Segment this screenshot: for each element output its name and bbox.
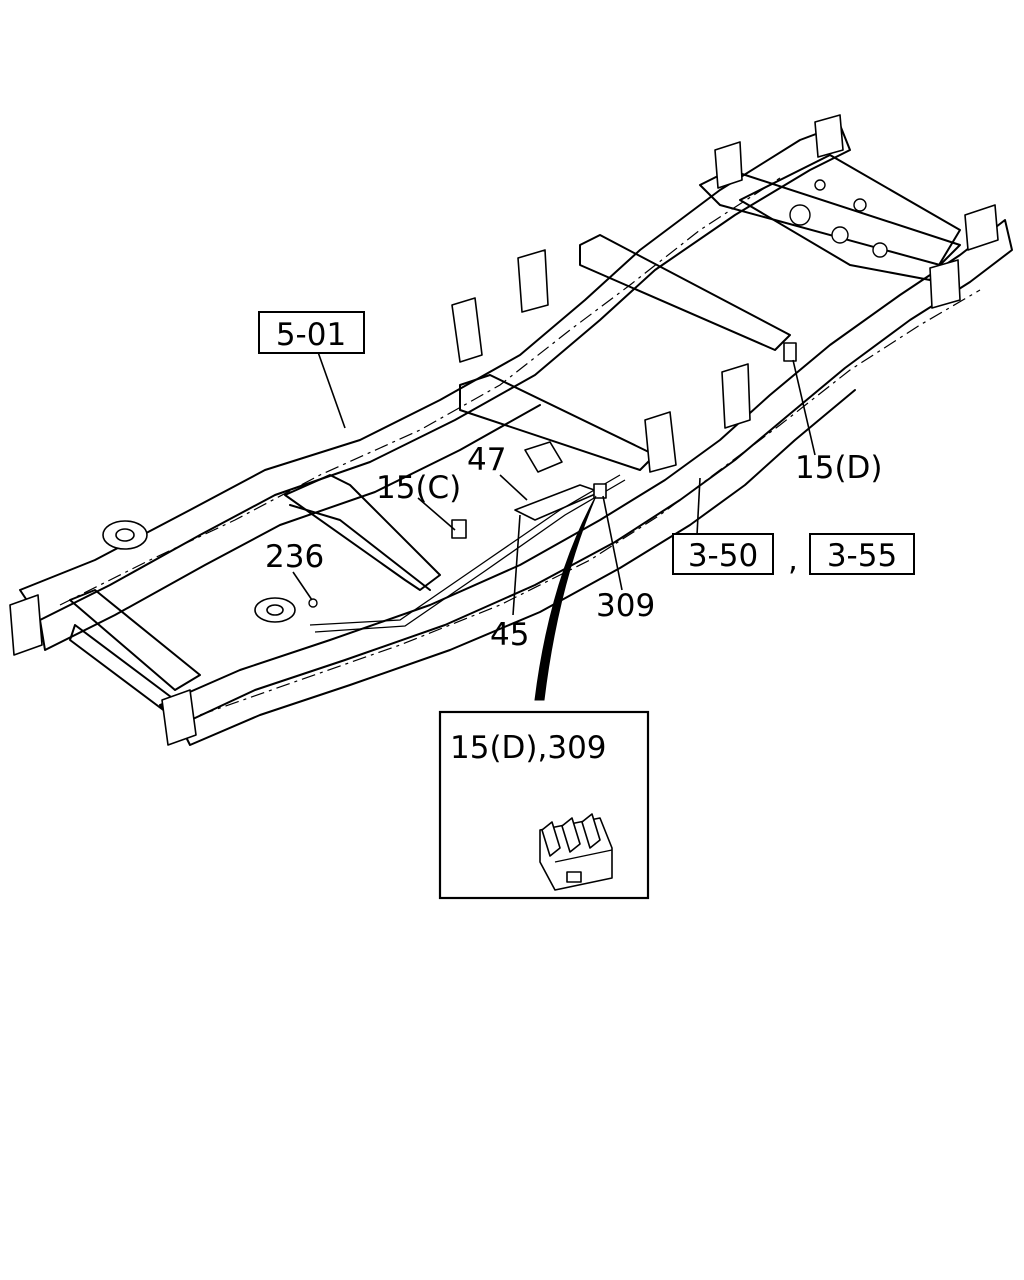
- leader-3-50: [696, 477, 701, 536]
- leader-15c: [417, 497, 456, 531]
- tower-hole: [115, 528, 135, 542]
- part-label-15c: 15(C): [376, 470, 461, 506]
- mid-cross-member: [459, 374, 656, 471]
- leader-47: [499, 474, 528, 501]
- clip-slot: [581, 813, 601, 849]
- clip-slot: [561, 817, 581, 853]
- bracket-47-plate: [524, 441, 563, 473]
- bolt-236: [308, 598, 318, 608]
- left-side-rail: [19, 124, 851, 621]
- ref-box-3-55: [809, 533, 915, 575]
- rear-plate-hole: [789, 204, 811, 226]
- centre-cross-member-top: [289, 504, 431, 591]
- body-mount-bracket: [644, 411, 677, 473]
- detail-inset-label: 15(D),309: [450, 730, 607, 766]
- part-label-236: 236: [265, 539, 324, 575]
- body-mount-bracket: [814, 114, 844, 158]
- part-label-47: 47: [467, 442, 506, 478]
- ref-separator-comma: ,: [788, 542, 798, 578]
- body-mount-bracket: [721, 363, 751, 429]
- part-label-45: 45: [490, 617, 529, 653]
- rear-plate: [739, 154, 961, 281]
- part-label-309: 309: [596, 588, 655, 624]
- rear-plate-hole: [872, 242, 888, 258]
- ref-label-5-01: 5-01: [276, 317, 346, 353]
- rear-plate-hole: [814, 179, 826, 191]
- ref-box-3-50: [672, 533, 774, 575]
- left-rail-lower-edge: [39, 404, 541, 651]
- ref-callout-5-01: 5-01: [258, 311, 365, 354]
- body-mount-bracket: [451, 297, 483, 363]
- centre-cross-member: [284, 474, 441, 591]
- front-cross-member-lower: [69, 624, 176, 716]
- body-mount-bracket: [161, 689, 197, 746]
- chassis-frame: [9, 114, 1013, 746]
- clip-tab: [566, 871, 582, 883]
- body-mount-bracket: [517, 249, 549, 313]
- rear-crossbeam: [699, 169, 961, 266]
- clip-slot: [541, 821, 561, 857]
- body-mount-bracket: [929, 259, 961, 309]
- rear-plate-hole: [831, 226, 849, 244]
- triple-clip-part: [539, 813, 613, 891]
- right-side-rail: [159, 219, 1013, 726]
- ref-callout-3-50: 3-50: [672, 533, 774, 575]
- clip-15d: [783, 342, 797, 362]
- ref-label-3-55: 3-55: [827, 538, 897, 574]
- body-mount-bracket: [714, 141, 743, 189]
- hidden-line-left: [59, 177, 781, 606]
- tower-hole: [266, 604, 284, 616]
- leader-236: [292, 571, 313, 601]
- clip-edge: [554, 849, 613, 863]
- detail-inset: 15(D),309: [438, 710, 650, 900]
- detail-pointer: [534, 495, 597, 701]
- leader-5-01: [317, 351, 346, 429]
- body-mount-bracket: [9, 594, 43, 656]
- part-label-15d: 15(D): [795, 450, 883, 486]
- leader-15d: [792, 359, 816, 456]
- rear-cross-member: [579, 234, 791, 351]
- clip-309: [593, 483, 607, 499]
- clip-15c: [451, 519, 467, 539]
- front-cross-member: [69, 589, 201, 691]
- ref-label-3-50: 3-50: [688, 538, 758, 574]
- fuel-lines: [309, 474, 621, 626]
- ref-box-5-01: [258, 311, 365, 354]
- body-mount-bracket: [964, 204, 999, 251]
- right-rail-lower-edge: [179, 389, 856, 746]
- rear-plate-hole: [853, 198, 867, 212]
- leader-309: [602, 495, 623, 591]
- ref-callout-3-55: 3-55: [809, 533, 915, 575]
- fuel-lines: [314, 479, 626, 633]
- leader-45: [512, 514, 521, 616]
